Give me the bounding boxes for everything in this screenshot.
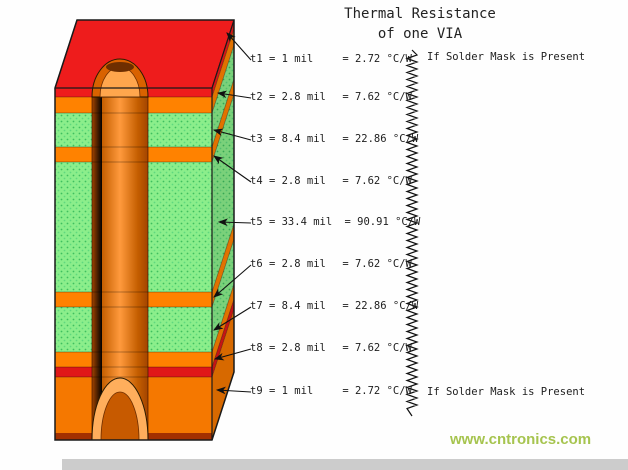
arrow-t5	[217, 218, 252, 227]
t5-thickness: t5 = 33.4 mil	[250, 216, 333, 228]
arrow-t2	[216, 90, 252, 99]
t7-thickness: t7 = 8.4 mil	[250, 300, 326, 312]
pcb-right-face	[212, 20, 234, 440]
arrow-t3	[212, 128, 252, 141]
title-line2: of one VIA	[377, 26, 463, 42]
footer-bar	[62, 459, 628, 470]
t4-resistance: = 7.62 °C/W	[342, 175, 412, 187]
via-channel	[91, 97, 149, 440]
title-line1: Thermal Resistance	[344, 6, 496, 22]
layer-label-t1: t1 = 1 mil = 2.72 °C/W	[250, 53, 412, 67]
layer-label-t4: t4 = 2.8 mil = 7.62 °C/W	[250, 175, 412, 189]
arrow-t8	[213, 348, 252, 361]
t4-thickness: t4 = 2.8 mil	[250, 175, 326, 187]
t1-resistance: = 2.72 °C/W	[342, 53, 412, 65]
t8-resistance: = 7.62 °C/W	[342, 342, 412, 354]
via-barrel-bottom	[91, 377, 149, 441]
thermal-resistor-symbol	[405, 49, 419, 417]
pcb-outline	[54, 19, 235, 441]
t5-resistance: = 90.91 °C/W	[344, 216, 421, 228]
arrow-t4	[213, 155, 252, 183]
layer-label-t7: t7 = 8.4 mil = 22.86 °C/W	[250, 300, 418, 314]
arrow-t6	[213, 264, 252, 298]
layer-label-t9: t9 = 1 mil = 2.72 °C/W	[250, 385, 412, 399]
solder-mask-note-bottom: If Solder Mask is Present	[427, 386, 586, 398]
layer-label-t8: t8 = 2.8 mil = 7.62 °C/W	[250, 342, 412, 356]
layer-label-t2: t2 = 2.8 mil = 7.62 °C/W	[250, 91, 412, 105]
t6-resistance: = 7.62 °C/W	[342, 258, 412, 270]
solder-mask-note-top: If Solder Mask is Present	[427, 51, 586, 63]
arrow-t9	[215, 386, 252, 395]
t7-resistance: = 22.86 °C/W	[342, 300, 419, 312]
t3-resistance: = 22.86 °C/W	[342, 133, 419, 145]
layer-label-t3: t3 = 8.4 mil = 22.86 °C/W	[250, 133, 418, 147]
t2-resistance: = 7.62 °C/W	[342, 91, 412, 103]
t3-thickness: t3 = 8.4 mil	[250, 133, 326, 145]
t6-thickness: t6 = 2.8 mil	[250, 258, 326, 270]
layer-label-t6: t6 = 2.8 mil = 7.62 °C/W	[250, 258, 412, 272]
layer-label-t5: t5 = 33.4 mil = 90.91 °C/W	[250, 216, 420, 230]
t1-thickness: t1 = 1 mil	[250, 53, 314, 65]
layer-arrows	[212, 32, 252, 395]
t9-thickness: t9 = 1 mil	[250, 385, 314, 397]
diagram-title: Thermal Resistance of one VIA	[330, 4, 510, 44]
arrow-t1	[226, 32, 252, 61]
t8-thickness: t8 = 2.8 mil	[250, 342, 326, 354]
thermal-resistor-zigzag	[405, 49, 419, 417]
t9-resistance: = 2.72 °C/W	[342, 385, 412, 397]
t2-thickness: t2 = 2.8 mil	[250, 91, 326, 103]
arrow-t7	[213, 306, 252, 331]
watermark: www.cntronics.com	[450, 431, 592, 448]
